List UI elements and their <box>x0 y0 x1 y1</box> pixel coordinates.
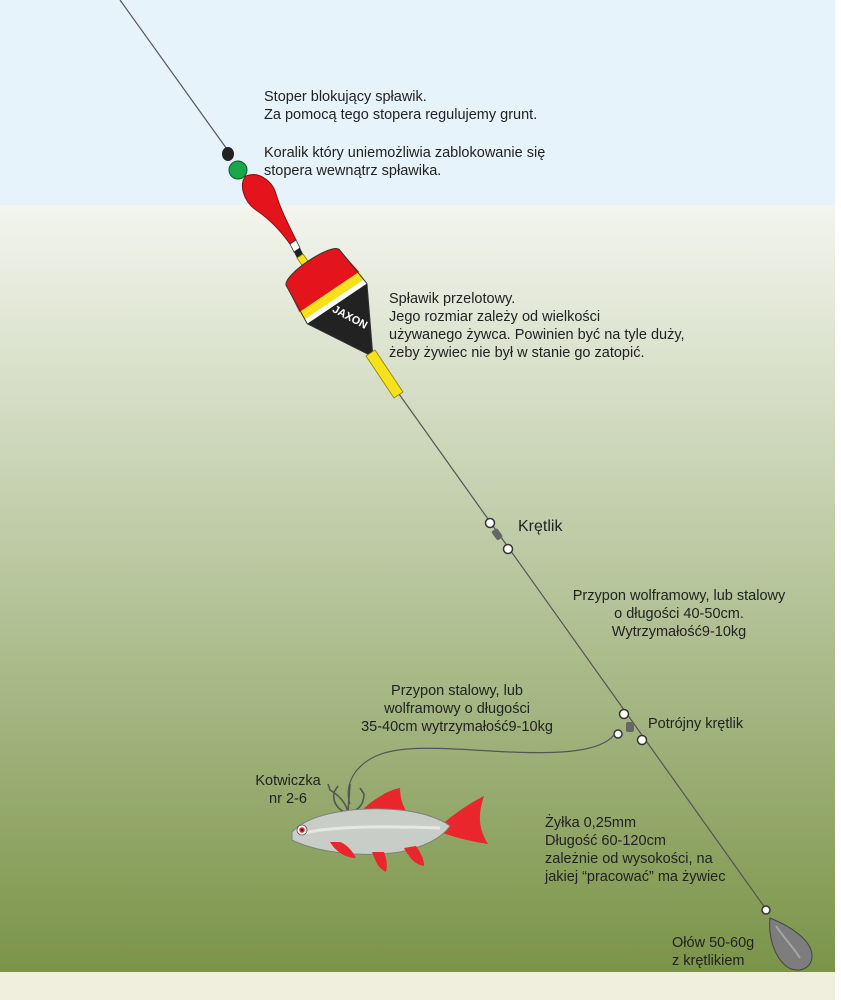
sinker-label: Ołów 50-60g z krętlikiem <box>672 934 754 970</box>
stopper-icon <box>222 147 234 161</box>
float-label-line-2: Jego rozmiar zależy od wielkości <box>389 309 601 325</box>
hook-leader-line <box>347 734 615 805</box>
sky-area <box>0 0 835 205</box>
leader-main-label: Przypon wolframowy, lub stalowy o długoś… <box>556 587 802 641</box>
stopper-label-line-2: Za pomocą tego stopera regulujemy grunt. <box>264 107 538 123</box>
sinker-icon <box>761 905 813 971</box>
bead-label-line-2: stopera wewnątrz spławika. <box>264 163 442 179</box>
leader-hook-label-line-2: wolframowy o długości <box>384 701 530 717</box>
bait-fish-icon <box>291 788 488 872</box>
triple-swivel-icon <box>613 708 648 746</box>
leader-main-label-line-1: Przypon wolframowy, lub stalowy <box>572 588 786 604</box>
treble-hook-label: Kotwiczka nr 2-6 <box>246 772 330 808</box>
bead-label: Koralik który uniemożliwia zablokowanie … <box>264 144 545 180</box>
line-label-line-1: Żyłka 0,25mm <box>545 815 637 831</box>
bead-icon <box>228 160 248 180</box>
leader-hook-label: Przypon stalowy, lub wolframowy o długoś… <box>340 682 574 736</box>
float-label: Spławik przelotowy. Jego rozmiar zależy … <box>389 290 685 362</box>
main-line <box>119 0 230 153</box>
triple-swivel-label: Potrójny krętlik <box>648 715 743 733</box>
float-icon: JAXON <box>241 174 404 399</box>
triple-swivel-label-line-1: Potrójny krętlik <box>648 716 744 732</box>
treble-hook-label-line-1: Kotwiczka <box>255 773 321 789</box>
treble-hook-label-line-2: nr 2-6 <box>269 791 307 807</box>
main-line-lower <box>398 393 769 913</box>
float-label-line-1: Spławik przelotowy. <box>389 291 516 307</box>
float-label-line-4: żeby żywiec nie był w stanie go zatopić. <box>389 345 645 361</box>
leader-hook-label-line-3: 35-40cm wytrzymałość9-10kg <box>361 719 553 735</box>
swivel-label: Krętlik <box>518 518 562 536</box>
line-label: Żyłka 0,25mm Długość 60-120cm zależnie o… <box>545 814 726 886</box>
leader-main-label-line-3: Wytrzymałość9-10kg <box>611 624 747 640</box>
bead-label-line-1: Koralik który uniemożliwia zablokowanie … <box>264 145 546 161</box>
stopper-label: Stoper blokujący spławik. Za pomocą tego… <box>264 88 537 124</box>
bottom-ground <box>0 972 835 1000</box>
sinker-label-line-1: Ołów 50-60g <box>672 935 755 951</box>
leader-main-label-line-2: o długości 40-50cm. <box>614 606 744 622</box>
sinker-label-line-2: z krętlikiem <box>672 953 745 969</box>
float-label-line-3: używanego żywca. Powinien być na tyle du… <box>389 327 685 343</box>
swivel-icon <box>484 517 514 555</box>
line-label-line-3: zależnie od wysokości, na <box>545 851 713 867</box>
line-label-line-4: jakiej “pracować” ma żywiec <box>545 869 726 885</box>
leader-hook-label-line-1: Przypon stalowy, lub <box>391 683 523 699</box>
swivel-label-line-1: Krętlik <box>518 518 563 535</box>
line-label-line-2: Długość 60-120cm <box>545 833 666 849</box>
stopper-label-line-1: Stoper blokujący spławik. <box>264 89 427 105</box>
